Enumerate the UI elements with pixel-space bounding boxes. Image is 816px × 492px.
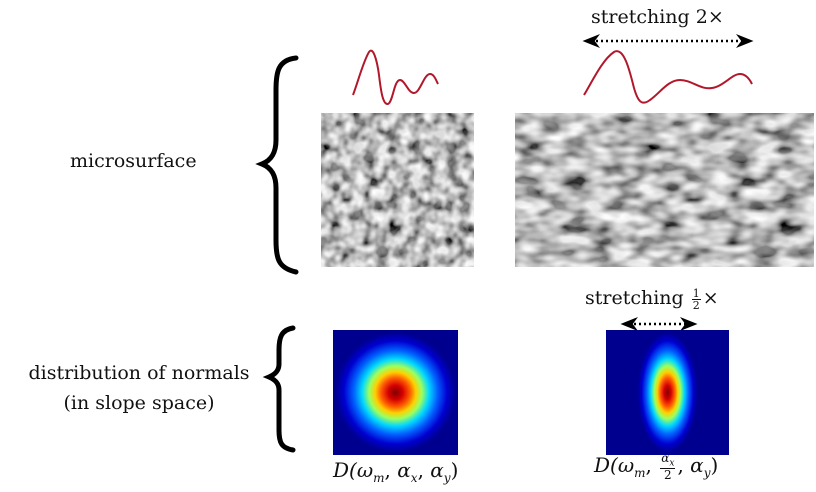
microsurface-brace (255, 55, 299, 275)
formula-right-x: x (669, 458, 675, 469)
formula-left-sep1: , (384, 458, 398, 482)
profile-curve-left (352, 49, 439, 105)
formula-left-alpha1: α (397, 458, 411, 482)
formula-left-m: m (373, 471, 385, 485)
stretch-label-bottom-word: stretching (585, 287, 684, 309)
formula-right-omega: ω (617, 453, 635, 478)
formula-right-alpha1: α (661, 451, 670, 465)
formula-right-frac-den: 2 (664, 468, 672, 483)
row-label-normals: distribution of normals (in slope space) (8, 362, 270, 416)
heatmap-isotropic (333, 330, 458, 455)
stretch-label-top-factor: 2 (695, 6, 708, 28)
formula-right-frac-num: αx (660, 451, 676, 470)
formula-right-m: m (634, 466, 646, 481)
formula-right-close: ) (710, 453, 719, 478)
stretch-label-bottom-times: × (702, 287, 719, 309)
formula-left-sep2: , (417, 458, 431, 482)
formula-right-sep1: , (645, 453, 659, 478)
heatmap-stretched (606, 330, 729, 455)
row-label-microsurface: microsurface (70, 150, 197, 172)
stretch-label-bottom-fraction: 1 2 (691, 286, 701, 312)
stretch-label-bottom: stretching 1 2 × (585, 287, 719, 311)
formula-right-fn: D( (594, 453, 618, 478)
formula-right-sep2: , (677, 453, 691, 478)
formula-left-x: x (410, 471, 418, 485)
microsurface-texture-stretched (515, 113, 814, 267)
stretch-fraction-denominator: 2 (692, 298, 700, 312)
stretch-label-top-times: × (707, 6, 724, 28)
formula-left: D(ωm, αx, αy) (333, 458, 458, 486)
formula-left-omega: ω (356, 458, 374, 482)
normals-brace (262, 325, 296, 453)
formula-left-y: y (443, 471, 451, 485)
row-label-normals-line1: distribution of normals (28, 362, 250, 384)
stretch-label-top-word: stretching (591, 6, 690, 28)
row-label-normals-line2: (in slope space) (63, 391, 215, 414)
formula-right-y: y (703, 466, 711, 481)
profile-curve-right (583, 50, 753, 104)
stretch-fraction-numerator: 1 (691, 286, 701, 300)
formula-left-close: ) (450, 458, 459, 482)
microsurface-texture-isotropic (321, 113, 474, 267)
stretch-label-top: stretching 2× (591, 6, 724, 30)
formula-left-alpha2: α (430, 458, 444, 482)
formula-right-alpha2: α (690, 453, 704, 478)
formula-left-fn: D( (333, 458, 357, 482)
